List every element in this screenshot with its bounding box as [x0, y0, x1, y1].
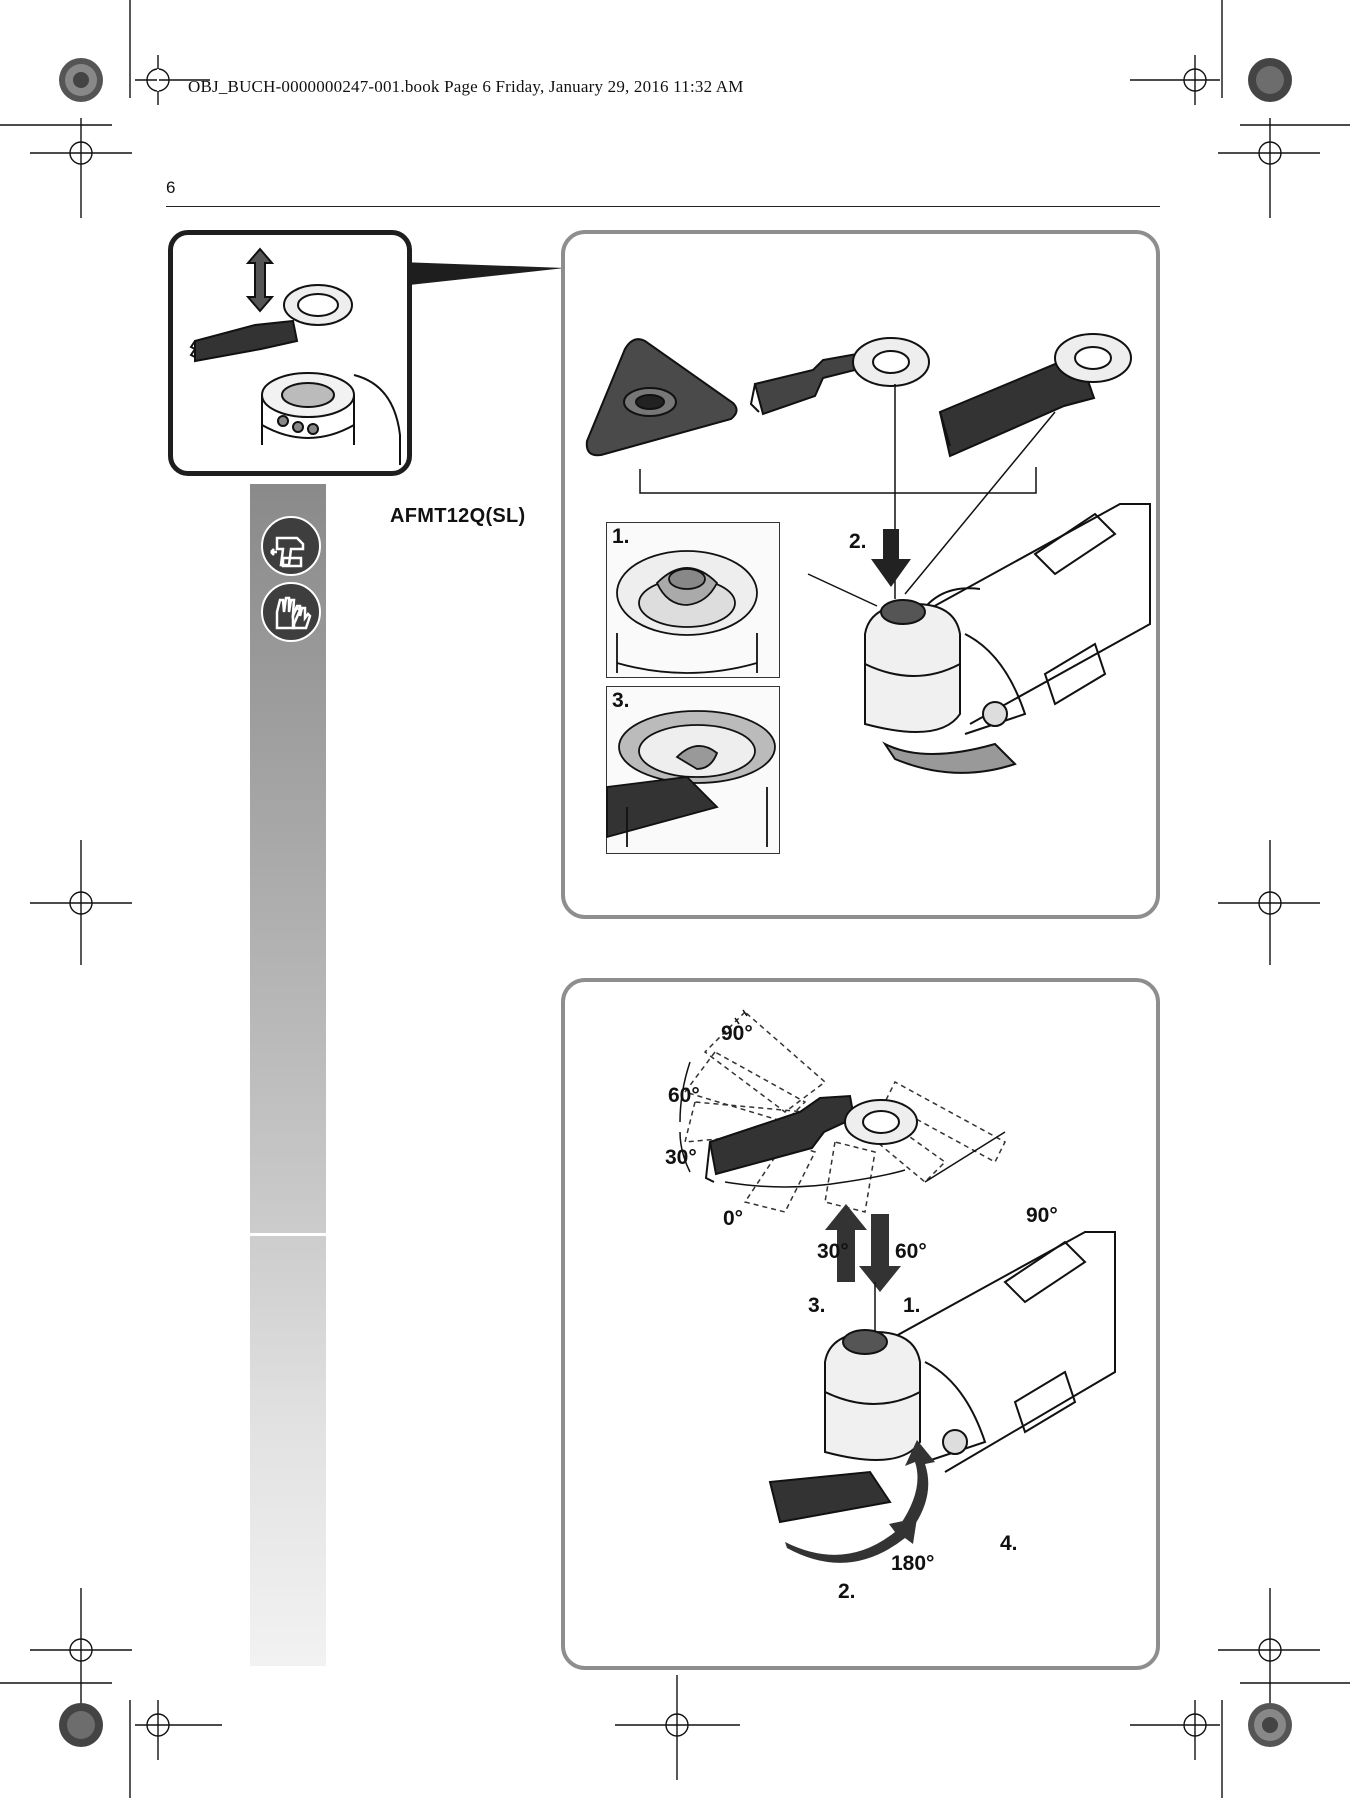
step-1-illustration	[616, 550, 758, 674]
detail-box-step-3: 3.	[606, 686, 780, 854]
zoom-illustration	[189, 247, 401, 465]
sidebar-band	[250, 484, 326, 1666]
header-rule	[166, 206, 1160, 207]
book-header-line: OBJ_BUCH-0000000247-001.book Page 6 Frid…	[188, 77, 744, 96]
angle-30-left: 30°	[665, 1146, 697, 1169]
panel-blade-angle-rotation: 90° 60° 30° 0° 90° 30° 60° 3. 1. 180° 2.…	[561, 978, 1160, 1670]
power-tool-battery-icon	[261, 516, 321, 576]
rotation-180-label: 180°	[891, 1552, 935, 1575]
detail-box-step-1: 1.	[606, 522, 780, 678]
angle-30-arrow: 30°	[817, 1240, 849, 1263]
gloves-icon	[261, 582, 321, 642]
sidebar-divider	[250, 1233, 326, 1236]
angle-0: 0°	[723, 1207, 744, 1230]
angle-60-arrow: 60°	[895, 1240, 927, 1263]
step-2-label: 2.	[849, 530, 867, 553]
angle-rotation-illustration	[679, 1009, 1116, 1563]
zoom-detail-box	[168, 230, 412, 476]
model-name: AFMT12Q(SL)	[390, 505, 526, 527]
step-2-rotate-label: 2.	[838, 1580, 856, 1603]
angle-90-top: 90°	[721, 1022, 753, 1045]
step-3-label: 3.	[612, 689, 630, 712]
step-3-illustration	[606, 710, 776, 847]
accessories-illustration	[585, 333, 1151, 774]
step-3-up-label: 3.	[808, 1294, 826, 1317]
angle-60-left: 60°	[668, 1084, 700, 1107]
step-1-down-label: 1.	[903, 1294, 921, 1317]
step-1-label: 1.	[612, 525, 630, 548]
step-4-rotate-label: 4.	[1000, 1532, 1018, 1555]
zoom-callout	[400, 262, 565, 286]
angle-90-right: 90°	[1026, 1204, 1058, 1227]
panel-attach-accessory: 1. 3. 2.	[561, 230, 1160, 919]
page-number: 6	[166, 178, 176, 197]
